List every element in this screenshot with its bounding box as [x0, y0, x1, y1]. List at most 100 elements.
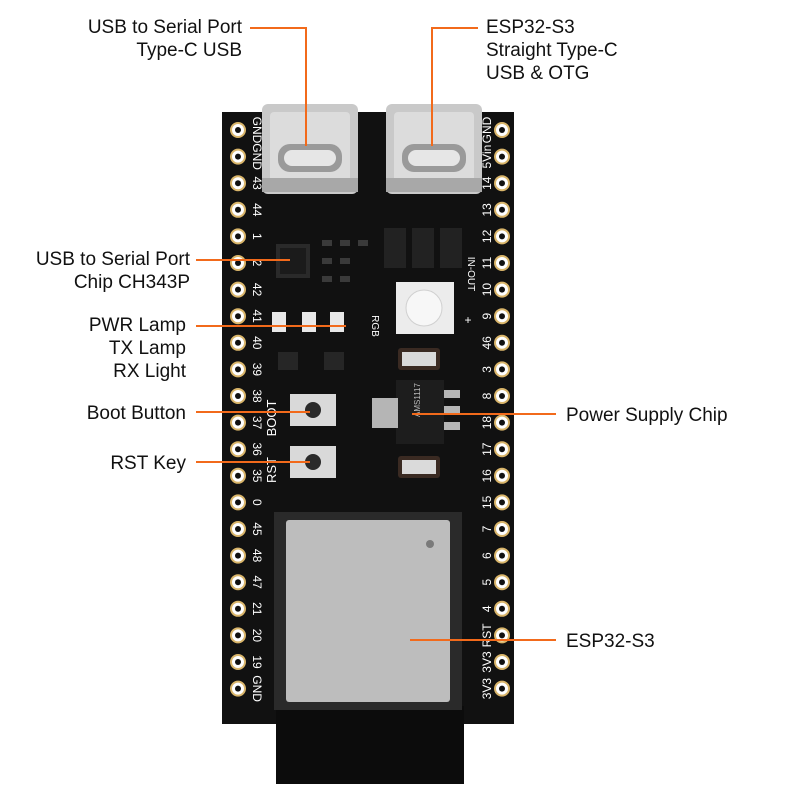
right-pin-label: 4 — [480, 605, 494, 612]
left-pin-label: 36 — [250, 443, 264, 457]
left-pin-label: 21 — [250, 602, 264, 616]
callout-boot-button: Boot Button — [20, 402, 186, 425]
left-pin-hole — [235, 127, 241, 133]
left-pin-header: GNDGND4344124241403938373635045484721201… — [230, 117, 264, 702]
left-pin-hole — [235, 685, 241, 692]
transistors — [278, 352, 344, 370]
right-pin-hole — [499, 632, 505, 639]
right-pin-hole — [499, 446, 505, 453]
left-pin-hole — [235, 366, 241, 373]
callout-line: USB to Serial Port — [87, 17, 242, 38]
right-pin-label: 11 — [480, 256, 494, 269]
right-pin-label: 6 — [480, 552, 494, 559]
callout-line: Power Supply Chip — [566, 405, 728, 426]
left-pin-hole — [235, 313, 241, 320]
left-pin-label: 47 — [250, 576, 264, 590]
callout-line: Chip CH343P — [73, 272, 190, 293]
callout-line: RST Key — [110, 453, 186, 474]
left-pin-label: 35 — [250, 469, 264, 483]
callout-usb-serial-port: USB to Serial Port Type-C USB — [38, 16, 242, 62]
left-pin-hole — [235, 339, 241, 346]
left-pin-label: GND — [250, 143, 264, 170]
left-pin-label: 20 — [250, 629, 264, 643]
boot-silk-label: BOOT — [264, 400, 279, 437]
right-pin-label: 12 — [480, 229, 494, 243]
right-pin-label: 10 — [480, 283, 494, 297]
esp32-module — [274, 512, 462, 710]
right-pin-hole — [499, 605, 505, 612]
right-pin-label: 46 — [480, 336, 494, 350]
left-pin-hole — [235, 286, 241, 293]
left-pin-hole — [235, 153, 241, 160]
left-pin-hole — [235, 393, 241, 399]
right-pin-label: 15 — [480, 495, 494, 509]
right-pin-label: 7 — [480, 525, 494, 532]
right-pin-label: RST — [480, 623, 494, 648]
right-pin-hole — [499, 313, 505, 320]
right-pin-header: GND5Vin141312111094638181716157654RST3V3… — [480, 116, 510, 700]
callout-line: PWR Lamp — [88, 315, 186, 336]
left-pin-label: 42 — [250, 283, 264, 297]
right-pin-label: GND — [480, 116, 494, 143]
callout-serial-chip: USB to Serial Port Chip CH343P — [0, 248, 190, 294]
boot-button-body — [290, 394, 336, 426]
right-pin-label: 17 — [480, 442, 494, 456]
right-pin-label: 16 — [480, 469, 494, 483]
left-pin-hole — [235, 605, 241, 612]
left-pin-label: 48 — [250, 549, 264, 563]
right-pin-hole — [499, 685, 505, 692]
in-out-silk-label: IN-OUT — [465, 257, 476, 291]
right-pin-label: 5Vin — [480, 145, 494, 169]
left-pin-hole — [235, 472, 241, 479]
right-pin-hole — [499, 206, 505, 213]
right-pin-label: 5 — [480, 579, 494, 586]
rst-silk-label: RST — [264, 457, 279, 483]
callout-line: Type-C USB — [136, 40, 242, 61]
right-pin-hole — [499, 472, 505, 479]
right-pin-hole — [499, 233, 505, 240]
callout-esp32-usb: ESP32-S3 Straight Type-C USB & OTG — [486, 16, 706, 85]
left-pin-hole — [235, 446, 241, 453]
callout-line: ESP32-S3 — [486, 17, 575, 38]
plus-silk-label: + — [464, 313, 471, 327]
left-pin-label: 37 — [250, 416, 264, 430]
left-pin-hole — [235, 233, 241, 240]
right-pin-hole — [499, 579, 505, 586]
callout-line: ESP32-S3 — [566, 631, 655, 652]
left-pin-hole — [235, 419, 241, 426]
callout-esp32-module: ESP32-S3 — [566, 630, 766, 653]
right-pin-label: 9 — [480, 313, 494, 320]
left-pin-hole — [235, 579, 241, 586]
left-pin-label: 1 — [250, 233, 264, 240]
left-pin-label: 41 — [250, 310, 264, 324]
right-pin-label: 13 — [480, 203, 494, 217]
capacitors — [398, 348, 440, 478]
right-pin-hole — [499, 552, 505, 559]
right-pin-label: 3 — [480, 366, 494, 373]
left-pin-label: 40 — [250, 336, 264, 350]
right-pin-hole — [499, 180, 505, 187]
right-pin-label: 3V3 — [480, 678, 494, 700]
right-pin-label: 14 — [480, 176, 494, 190]
left-pin-label: 2 — [250, 260, 264, 267]
right-pin-hole — [499, 127, 505, 133]
left-pin-label: 38 — [250, 389, 264, 403]
left-pin-label: 43 — [250, 177, 264, 191]
left-pin-hole — [235, 206, 241, 213]
right-pin-hole — [499, 393, 505, 399]
right-pin-label: 8 — [480, 392, 494, 399]
left-pin-hole — [235, 260, 241, 266]
callout-line: Boot Button — [86, 403, 186, 424]
callout-line: TX Lamp — [108, 338, 186, 359]
rgb-silk-label: RGB — [369, 315, 380, 337]
callout-lamps: PWR Lamp TX Lamp RX Light — [20, 314, 186, 383]
left-pin-hole — [235, 552, 241, 559]
right-pin-hole — [499, 153, 505, 160]
callout-line: USB & OTG — [486, 63, 590, 84]
right-pin-hole — [499, 499, 505, 506]
left-pin-label: 19 — [250, 655, 264, 669]
module-antenna-extension — [276, 706, 464, 784]
right-pin-hole — [499, 286, 505, 293]
